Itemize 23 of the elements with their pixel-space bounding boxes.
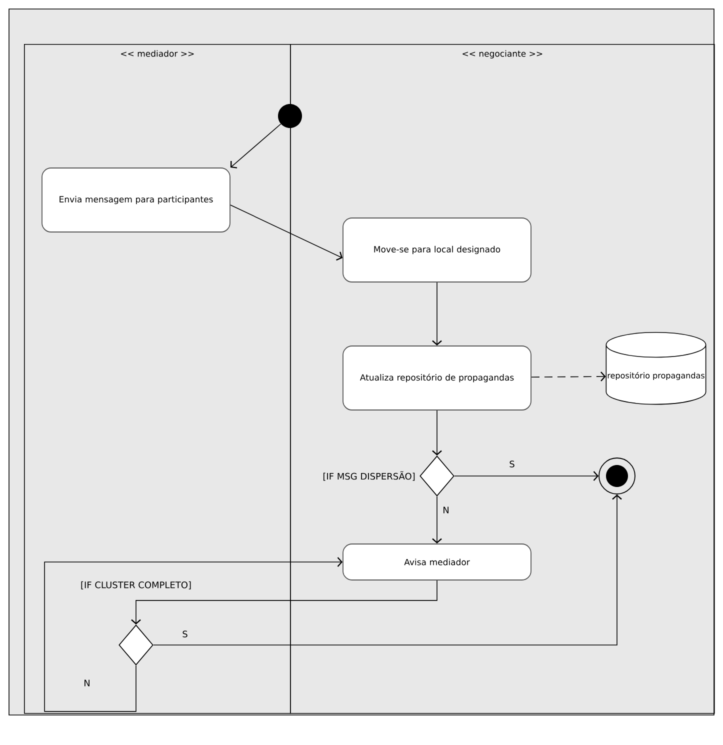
action-box: Avisa mediador xyxy=(342,544,532,580)
end-marker xyxy=(598,458,636,494)
edge-label: S xyxy=(508,460,516,468)
action-box: Atualiza repositório de propagandas xyxy=(342,346,532,410)
edge-label: S xyxy=(181,630,189,638)
action-box: Envia mensagem para participantes xyxy=(42,168,230,232)
arrow xyxy=(454,471,599,481)
arrow xyxy=(131,580,438,625)
arrow xyxy=(432,496,442,544)
arrow xyxy=(44,557,343,712)
edge-label: N xyxy=(82,678,92,688)
edge-label: N xyxy=(442,506,450,514)
datastore-cylinder: repositório propagandas xyxy=(606,332,706,405)
arrow xyxy=(230,204,343,261)
guard-label: [IF CLUSTER COMPLETO] xyxy=(81,581,191,590)
guard-label: [IF MSG DISPERSÃO] xyxy=(323,471,415,481)
action-box: Move-se para local designado xyxy=(342,218,532,282)
arrow xyxy=(531,372,606,382)
arrow xyxy=(153,494,622,646)
arrow xyxy=(432,282,442,346)
arrow xyxy=(432,410,442,456)
start-dot xyxy=(278,104,302,128)
arrow xyxy=(230,124,282,168)
